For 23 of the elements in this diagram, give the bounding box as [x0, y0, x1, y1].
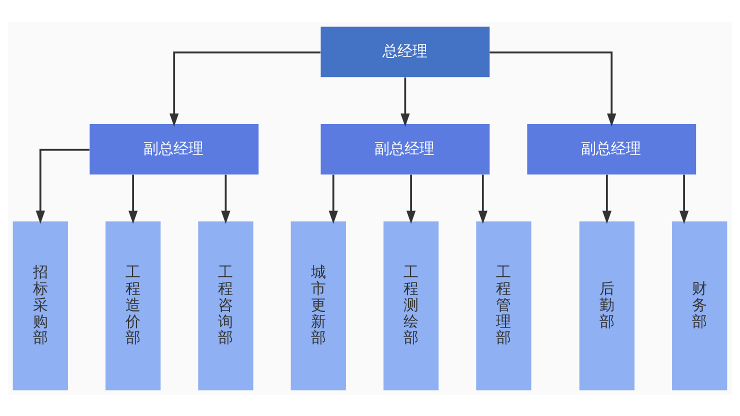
node-box: 总经理 [320, 26, 490, 77]
arrow [400, 77, 410, 126]
node-box: 副总经理 [90, 124, 259, 174]
node-box: 工程造价部 [106, 220, 161, 390]
arrow [128, 174, 138, 224]
node-box: 城市更新部 [290, 220, 346, 390]
arrow [406, 174, 416, 224]
arrow [490, 51, 616, 126]
node-box: 财务部 [672, 220, 728, 390]
node-box: 招标采购部 [12, 220, 68, 390]
arrow [328, 174, 338, 224]
arrow [478, 174, 488, 224]
node-box: 副总经理 [527, 124, 696, 174]
node-box: 副总经理 [320, 124, 490, 174]
node-box: 后勤部 [579, 220, 634, 390]
node-box: 工程咨询部 [198, 220, 254, 390]
arrow [221, 174, 230, 224]
node-box: 工程测绘部 [384, 220, 439, 390]
arrow [36, 148, 90, 224]
node-box: 工程管理部 [476, 220, 532, 390]
arrow [679, 174, 689, 224]
arrow [602, 174, 612, 224]
arrow [170, 51, 320, 126]
